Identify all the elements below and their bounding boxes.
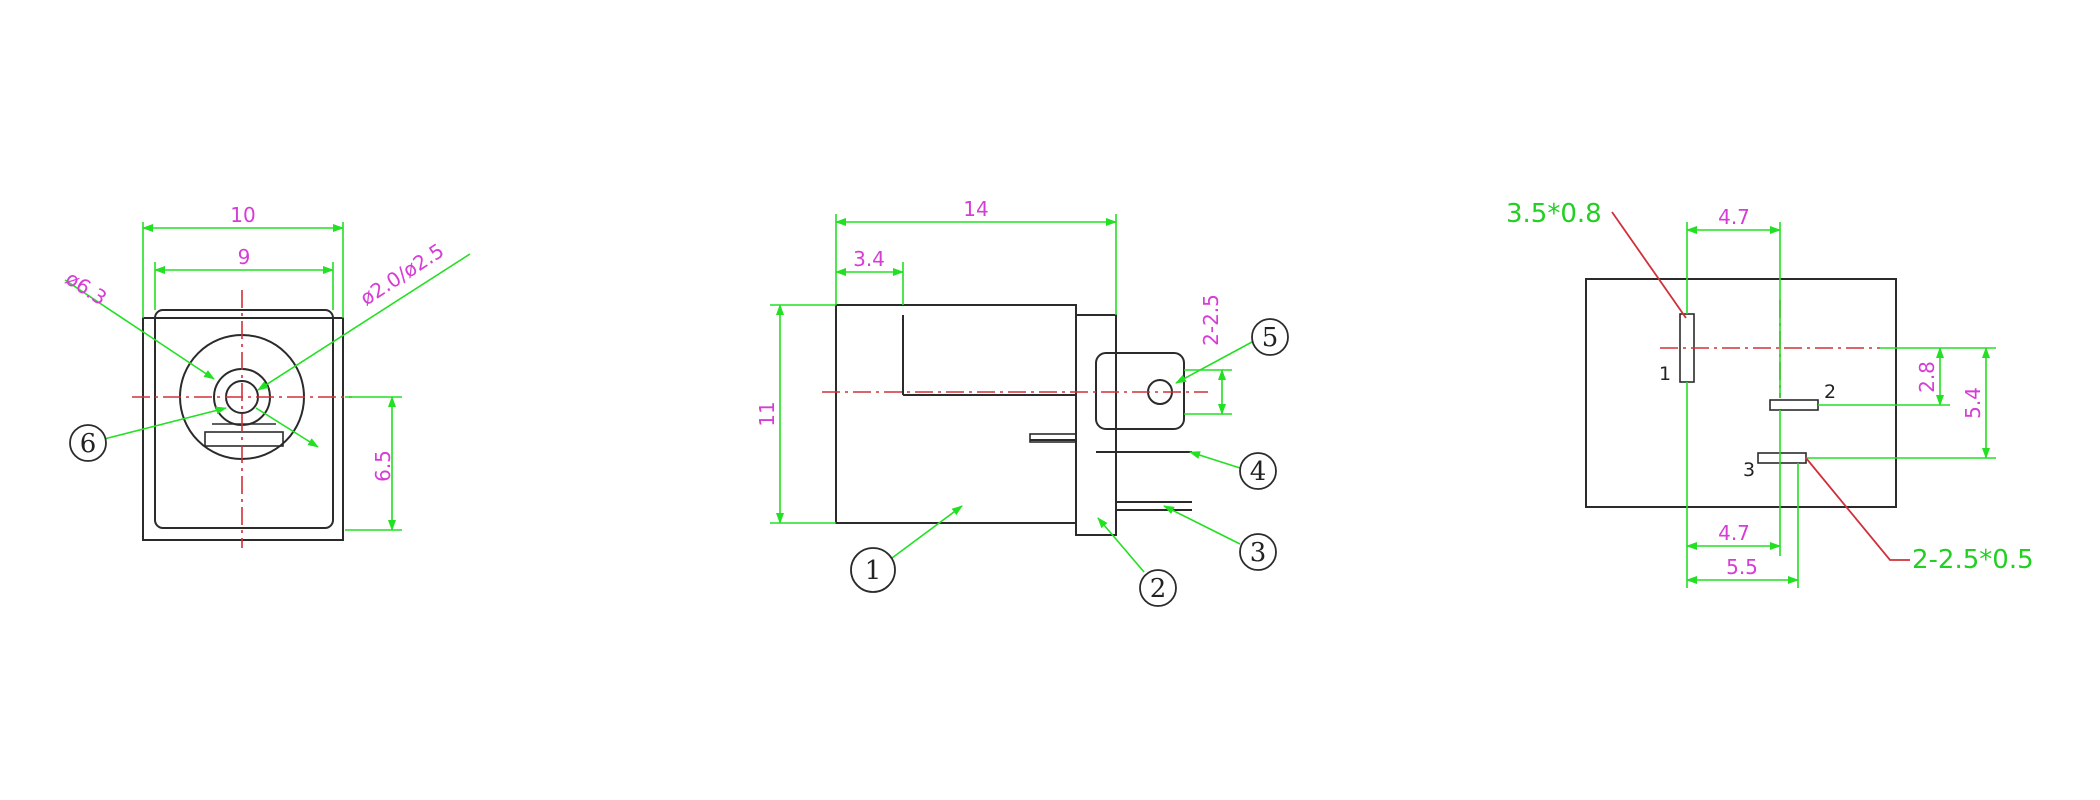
balloon-leader-3 — [1163, 505, 1241, 545]
dim-length: 14 — [963, 197, 988, 221]
pad-2 — [1769, 399, 1819, 411]
balloon-3 — [1239, 533, 1277, 571]
callout-leader-pads-23 — [1805, 457, 1910, 561]
dim-pin-hole: 2-2.5 — [1199, 294, 1223, 346]
side-pin-3-tab — [1029, 433, 1077, 443]
balloon-5-label: 5 — [1262, 323, 1279, 353]
dim-bottom-offset: 4.7 — [1718, 521, 1750, 545]
front-contact-tab — [204, 431, 284, 447]
balloon-leader-6 — [103, 406, 227, 440]
dim-right-large: 5.4 — [1961, 387, 1985, 419]
balloon-leader-5 — [1175, 341, 1253, 384]
balloon-1 — [850, 547, 896, 593]
front-body — [154, 309, 334, 529]
balloon-5 — [1251, 318, 1289, 356]
callout-pad-1: 3.5*0.8 — [1506, 199, 1602, 229]
dim-top-offset: 4.7 — [1718, 205, 1750, 229]
dim-leader-diameter-body — [64, 279, 215, 380]
callout-leader-pad-1 — [1611, 211, 1687, 319]
dim-height-center: 6.5 — [371, 450, 395, 482]
side-flange — [1075, 314, 1117, 536]
balloon-2 — [1139, 569, 1177, 607]
balloon-3-label: 3 — [1250, 538, 1267, 568]
bottom-footprint — [1585, 278, 1897, 508]
dim-bottom-span: 5.5 — [1726, 555, 1758, 579]
side-view: 14 3.4 11 2-2.5 1 2 3 4 5 — [755, 197, 1289, 607]
dim-step: 3.4 — [853, 247, 885, 271]
dim-diameter-pin: ø2.0/ø2.5 — [356, 238, 449, 310]
dim-leader-small — [255, 407, 319, 448]
front-view: 10 9 ø6.3 ø2.0/ø2.5 6.5 6 — [61, 203, 471, 548]
balloon-4 — [1239, 452, 1277, 490]
pin-label-2: 2 — [1824, 381, 1836, 403]
balloon-4-label: 4 — [1250, 457, 1267, 487]
balloon-2-label: 2 — [1150, 574, 1167, 604]
balloon-leader-1 — [891, 505, 963, 559]
dim-leader-diameter-pin — [257, 253, 471, 391]
dim-diameter-body: ø6.3 — [61, 266, 111, 310]
balloon-1-label: 1 — [865, 556, 882, 586]
bottom-view: 1 2 3 4.7 4.7 5.5 2.8 5.4 3.5*0.8 2-2.5*… — [1506, 199, 2034, 588]
dim-right-small: 2.8 — [1915, 361, 1939, 393]
side-rear-tab — [1095, 352, 1185, 430]
balloon-leader-4 — [1189, 451, 1241, 469]
dim-width-inner: 9 — [238, 245, 251, 269]
balloon-leader-2 — [1097, 517, 1145, 573]
callout-pads-23: 2-2.5*0.5 — [1912, 545, 2034, 575]
dim-width-outer: 10 — [230, 203, 255, 227]
pin-label-3: 3 — [1743, 459, 1755, 481]
pin-label-1: 1 — [1659, 363, 1671, 385]
dim-height: 11 — [755, 401, 779, 426]
side-body — [835, 304, 1077, 524]
pad-3 — [1757, 452, 1807, 464]
balloon-6-label: 6 — [80, 429, 97, 459]
balloon-6 — [69, 424, 107, 462]
